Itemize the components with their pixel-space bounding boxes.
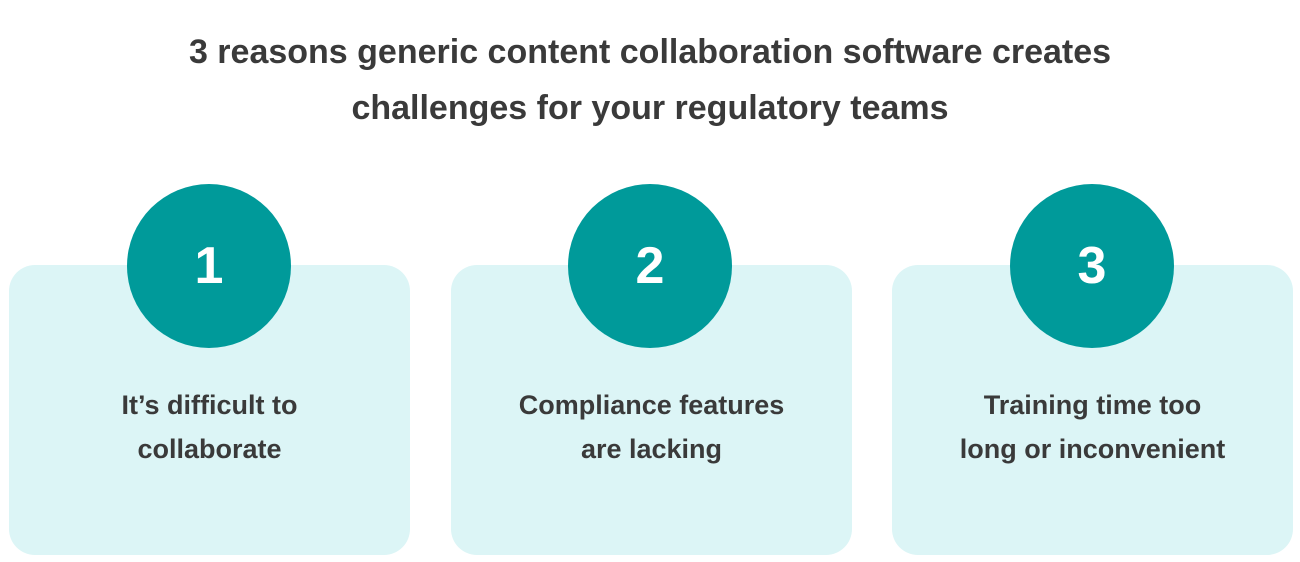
page-title-line-2: challenges for your regulatory teams [351,89,949,127]
reason-number-3: 3 [1077,237,1107,295]
reason-text-3-line-2: long or inconvenient [959,434,1226,464]
reason-number-2: 2 [635,237,665,295]
reason-text-2: Compliance features are lacking [451,383,852,471]
reason-number-badge-1: 1 [127,184,291,348]
reason-number-badge-2: 2 [568,184,732,348]
reason-number-badge-3: 3 [1010,184,1174,348]
reason-text-1-line-2: collaborate [137,434,282,464]
reason-text-1-line-1: It’s difficult to [121,390,298,420]
reason-text-2-line-2: are lacking [580,434,723,464]
reason-text-1: It’s difficult to collaborate [9,383,410,471]
page-title-line-1: 3 reasons generic content collaboration … [188,33,1112,71]
reason-text-3-line-1: Training time too [983,390,1202,420]
page-title: 3 reasons generic content collaboration … [0,24,1300,136]
reason-number-1: 1 [194,237,224,295]
reason-text-2-line-1: Compliance features [518,390,785,420]
reason-text-3: Training time too long or inconvenient [892,383,1293,471]
